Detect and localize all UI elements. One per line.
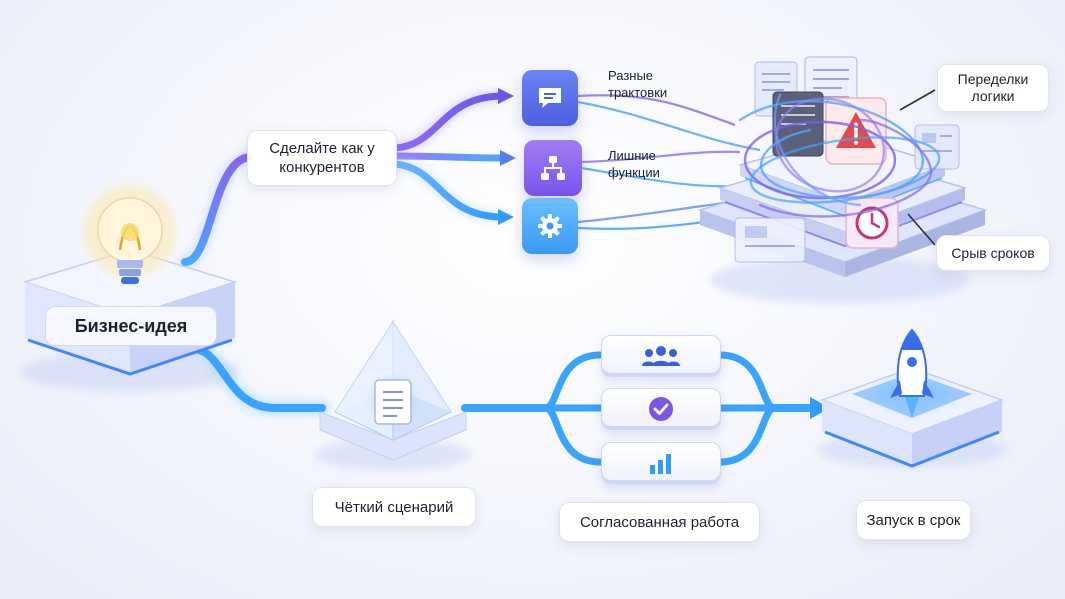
document-icon	[374, 379, 412, 425]
work-step-check	[601, 388, 721, 430]
launch-label: Запуск в срок	[856, 500, 971, 540]
start-label: Бизнес-идея	[45, 306, 217, 346]
outcome-label-missed-deadline: Срыв сроков	[936, 235, 1050, 271]
chat-icon	[539, 88, 561, 108]
flow-line-branch-2	[391, 152, 506, 162]
launch-label-text: Запуск в срок	[866, 511, 961, 529]
floor-shadow	[710, 256, 970, 304]
flow-line-to-request	[181, 153, 254, 266]
rocket-icon	[876, 328, 948, 418]
lightbulb-icon	[84, 186, 176, 284]
launch-platform	[819, 367, 1005, 468]
document-icon	[914, 124, 960, 170]
flow-line-branch-1	[391, 92, 504, 152]
tangled-server-stack	[697, 56, 988, 277]
scenario-label-text: Чёткий сценарий	[334, 498, 454, 516]
team-icon	[642, 346, 680, 366]
arrowhead	[498, 88, 514, 104]
scenario-label: Чёткий сценарий	[312, 487, 476, 527]
problem-flow-lines	[178, 90, 508, 269]
success-flow-lines	[182, 340, 820, 466]
outcome-label-logic-rework-text: Переделки логики	[957, 71, 1029, 104]
document-icon	[734, 217, 806, 263]
work-label-text: Согласованная работа	[579, 513, 740, 531]
check-circle-icon	[649, 397, 673, 421]
start-label-text: Бизнес-идея	[74, 315, 188, 336]
problem-arrowheads	[498, 88, 516, 225]
branch-label-interpretations: Разные трактовки	[608, 67, 688, 101]
flowchart-icon	[541, 156, 565, 180]
branch-label-extra-features-text: Лишние функции	[608, 148, 660, 180]
work-label: Согласованная работа	[559, 502, 760, 542]
request-label-text: Сделайте как у конкурентов	[269, 140, 375, 176]
outcome-label-missed-deadline-text: Срыв сроков	[951, 244, 1035, 261]
branch-tile-gear	[522, 198, 578, 254]
clock-icon	[845, 197, 899, 249]
callout-lines	[899, 89, 936, 246]
branch-label-interpretations-text: Разные трактовки	[608, 68, 668, 100]
arrowhead	[500, 150, 516, 166]
gear-icon	[538, 214, 562, 238]
work-step-chart	[601, 442, 721, 484]
flow-line-branch-3	[391, 160, 504, 221]
work-step-team	[601, 335, 721, 377]
outcome-label-logic-rework: Переделки логики	[937, 64, 1049, 112]
arrowhead	[810, 397, 830, 419]
request-label: Сделайте как у конкурентов	[247, 130, 397, 186]
arrowhead	[498, 209, 514, 225]
bar-chart-icon	[650, 454, 671, 474]
branch-tile-chat	[522, 70, 578, 126]
branch-label-extra-features: Лишние функции	[608, 147, 688, 181]
branch-tile-flowchart	[524, 140, 582, 196]
tangled-wires	[738, 93, 941, 218]
